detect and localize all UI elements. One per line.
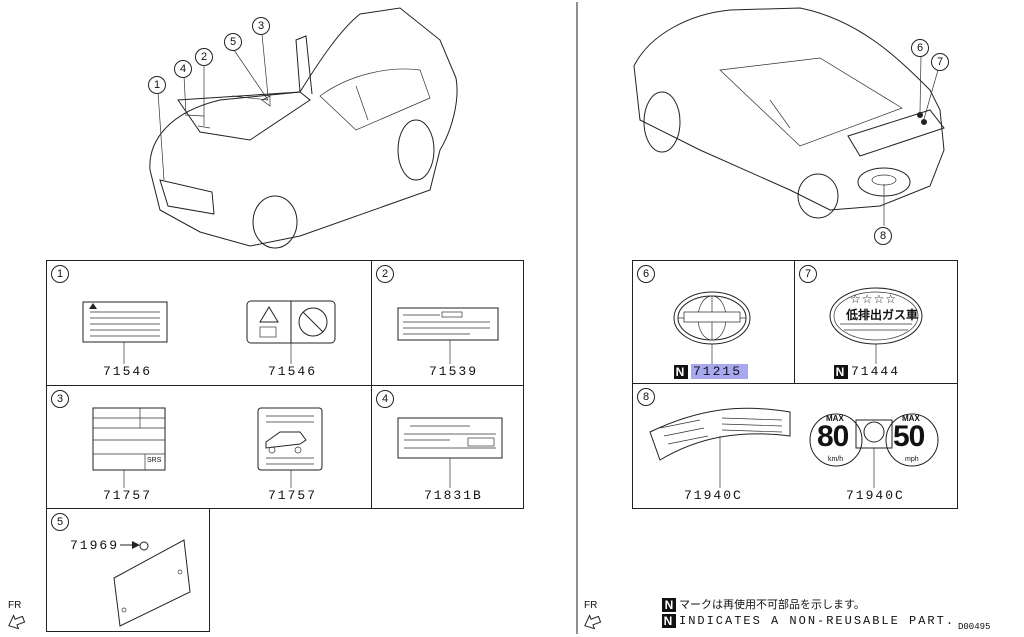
speed-left-value: 80 bbox=[817, 420, 849, 453]
rear-car-illustration bbox=[633, 7, 945, 226]
panel-8 bbox=[632, 383, 958, 509]
panel-5-plate bbox=[113, 539, 191, 627]
part-number-71444-text: 71444 bbox=[851, 364, 901, 379]
highlighted-part-number: 71215 bbox=[691, 364, 749, 379]
callout-6: 6 bbox=[911, 39, 929, 57]
part-number-71757-left[interactable]: 71757 bbox=[103, 488, 153, 503]
callout-8: 8 bbox=[874, 227, 892, 245]
panel-4-label bbox=[397, 417, 503, 488]
diagram-code: D00495 bbox=[958, 622, 991, 632]
speed-right-max: MAX bbox=[902, 414, 920, 423]
callout-5: 5 bbox=[224, 33, 242, 51]
stars: ☆☆☆☆ bbox=[850, 292, 898, 306]
front-car-illustration bbox=[149, 7, 458, 249]
part-number-71969[interactable]: 71969 bbox=[70, 538, 120, 553]
fr-label-left: FR bbox=[8, 600, 22, 611]
non-reusable-badge-2: N bbox=[834, 364, 848, 379]
panel-3-number: 3 bbox=[51, 390, 69, 408]
panel-3-labels bbox=[92, 407, 323, 488]
legend-badge-jp: N bbox=[662, 598, 676, 613]
part-number-71940c-left[interactable]: 71940C bbox=[684, 488, 743, 503]
part-number-71831b[interactable]: 71831B bbox=[424, 488, 483, 503]
panel-4 bbox=[371, 385, 524, 509]
panel-1-labels bbox=[82, 300, 336, 364]
panel-2-number: 2 bbox=[376, 265, 394, 283]
part-number-71546-left[interactable]: 71546 bbox=[103, 364, 153, 379]
part-number-71940c-right[interactable]: 71940C bbox=[846, 488, 905, 503]
fr-label-right: FR bbox=[584, 600, 598, 611]
callout-4: 4 bbox=[174, 60, 192, 78]
speed-left-max: MAX bbox=[826, 414, 844, 423]
speed-right-unit: mph bbox=[905, 456, 919, 463]
callout-2: 2 bbox=[195, 48, 213, 66]
panel-5 bbox=[46, 508, 210, 632]
speed-left-unit: km/h bbox=[828, 456, 844, 463]
part-number-71546-right[interactable]: 71546 bbox=[268, 364, 318, 379]
emission-title: 低排出ガス車 bbox=[846, 308, 919, 322]
non-reusable-badge: N bbox=[674, 364, 688, 379]
part-number-71539[interactable]: 71539 bbox=[429, 364, 479, 379]
legend-badge-en: N bbox=[662, 614, 676, 628]
callout-3: 3 bbox=[252, 17, 270, 35]
callout-1: 1 bbox=[148, 76, 166, 94]
panel-6-number: 6 bbox=[637, 265, 655, 283]
panel-5-number: 5 bbox=[51, 513, 69, 531]
legend-jp-text: マークは再使用不可部品を示します。 bbox=[679, 599, 865, 611]
panel-1-number: 1 bbox=[51, 265, 69, 283]
legend-en-text: INDICATES A NON-REUSABLE PART. bbox=[679, 614, 956, 629]
panel-7-number: 7 bbox=[799, 265, 817, 283]
speed-right-value: 50 bbox=[893, 420, 925, 453]
part-number-71757-right[interactable]: 71757 bbox=[268, 488, 318, 503]
srs-text: SRS bbox=[147, 457, 162, 464]
panel-4-number: 4 bbox=[376, 390, 394, 408]
fr-arrow-right-icon bbox=[584, 614, 602, 630]
panel-2-label bbox=[397, 307, 499, 364]
panel-8-number: 8 bbox=[637, 388, 655, 406]
fr-arrow-left-icon bbox=[8, 614, 26, 630]
callout-7: 7 bbox=[931, 53, 949, 71]
